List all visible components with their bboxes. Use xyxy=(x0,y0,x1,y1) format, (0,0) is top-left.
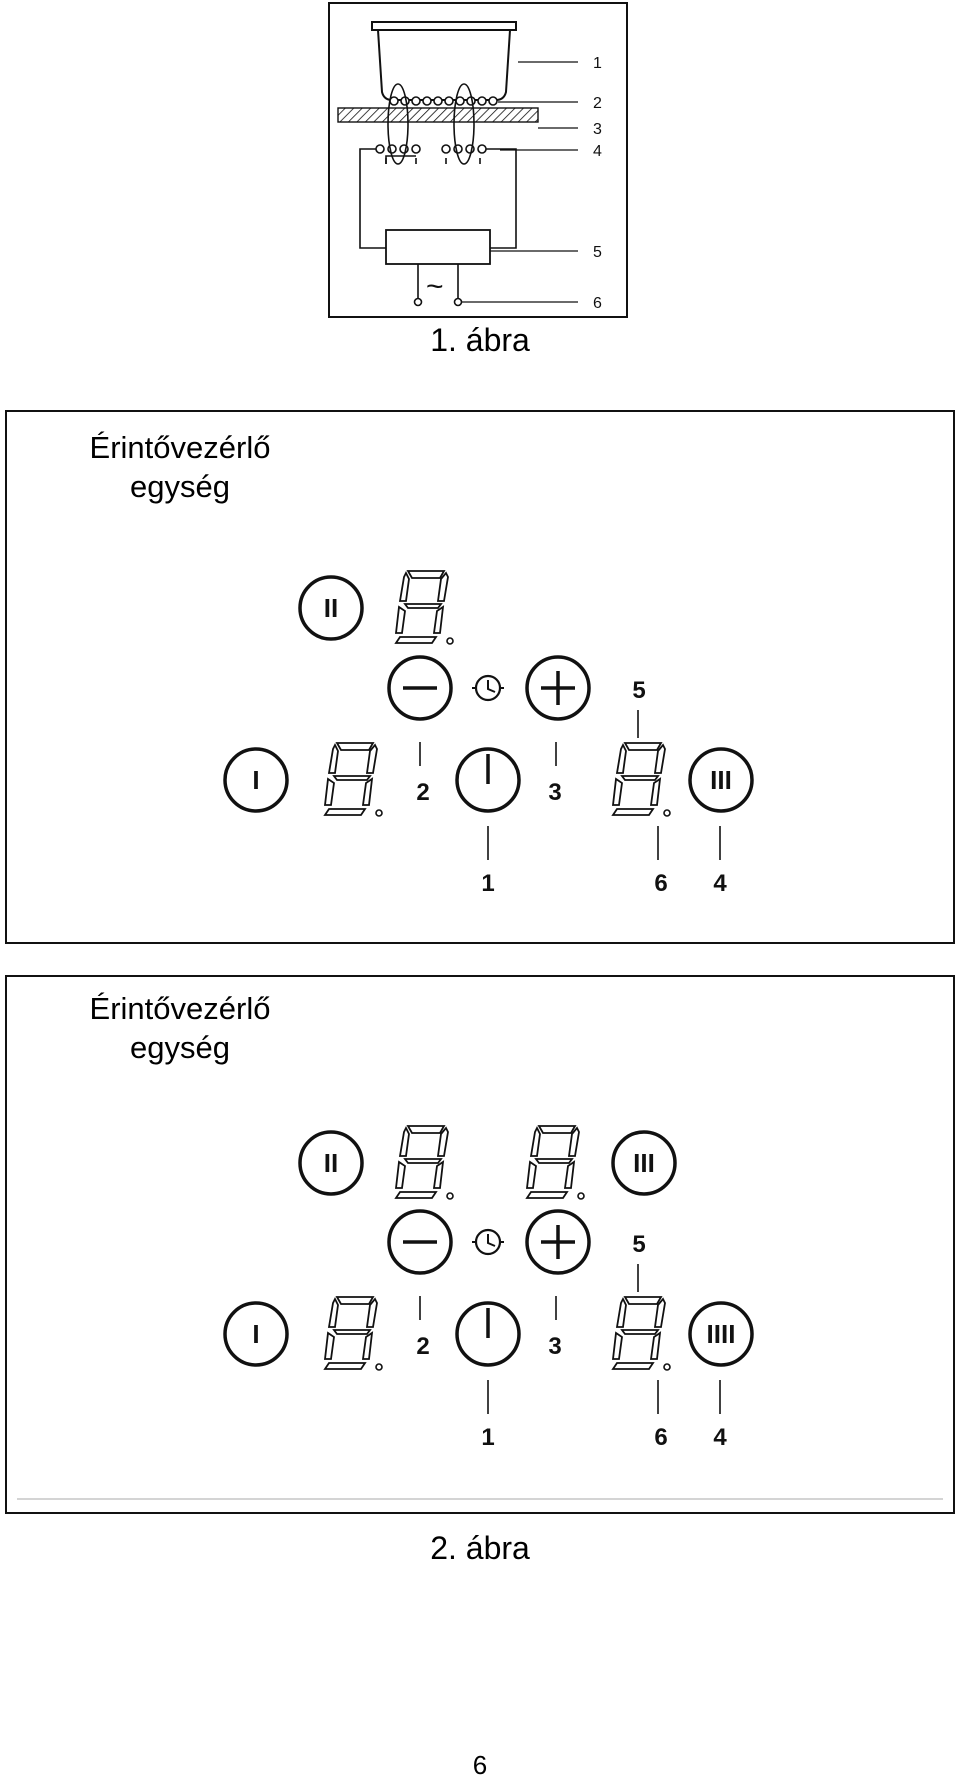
power-button[interactable] xyxy=(455,747,521,813)
callout-labels: 1 2 3 4 5 6 xyxy=(416,1231,727,1451)
minus-button[interactable] xyxy=(387,1209,453,1275)
figure-1-induction-diagram: ~ 1 2 3 4 5 6 xyxy=(328,2,628,318)
touch-control-panel-2: Érintővezérlő egység II III xyxy=(5,975,955,1514)
zone-3-display xyxy=(612,742,671,817)
panel-1-title-line1: Érintővezérlő xyxy=(89,430,271,465)
callout-4: 4 xyxy=(713,870,727,897)
panel-1-title: Érintővezérlő egység xyxy=(45,428,315,506)
magnetic-field-loops xyxy=(387,83,475,165)
induction-coil xyxy=(375,144,487,154)
zone-2-label: II xyxy=(324,1148,338,1178)
callout-lines xyxy=(419,710,721,860)
mains-connection xyxy=(413,264,463,307)
leader-lines xyxy=(462,61,578,303)
panel-2-title: Érintővezérlő egység xyxy=(45,989,315,1067)
callout-labels: 1 2 3 4 5 6 xyxy=(416,677,727,897)
figure-2-caption: 2. ábra xyxy=(430,1530,530,1566)
zone-4-display xyxy=(612,1296,671,1371)
zone-4-label: IIII xyxy=(707,1319,736,1349)
callout-5: 5 xyxy=(632,677,645,704)
timer-icon xyxy=(472,674,504,702)
zone-2-label: II xyxy=(324,593,338,623)
plus-button[interactable] xyxy=(525,1209,591,1275)
touch-control-panel-1: Érintővezérlő egység II xyxy=(5,410,955,944)
generator-box xyxy=(385,229,491,265)
label-3: 3 xyxy=(593,121,602,138)
timer-icon xyxy=(472,1228,504,1256)
page-number: 6 xyxy=(472,1750,488,1780)
callout-5: 5 xyxy=(632,1231,645,1258)
callout-lines xyxy=(419,1264,721,1414)
figure-1-caption: 1. ábra xyxy=(430,322,530,358)
zone-1-display xyxy=(324,1296,383,1371)
zone-3-label: III xyxy=(710,765,732,795)
label-1: 1 xyxy=(593,55,602,72)
label-6: 6 xyxy=(593,295,602,312)
callout-6: 6 xyxy=(654,1424,667,1451)
power-button[interactable] xyxy=(455,1301,521,1367)
panel-1-controls: II I xyxy=(223,570,754,897)
zone-1-button[interactable]: I xyxy=(223,1301,289,1367)
label-2: 2 xyxy=(593,95,602,112)
zone-1-button[interactable]: I xyxy=(223,747,289,813)
callout-6: 6 xyxy=(654,870,667,897)
callout-1: 1 xyxy=(481,1424,494,1451)
panel-2-controls: II III I xyxy=(17,1125,943,1500)
label-4: 4 xyxy=(593,143,602,160)
callout-2: 2 xyxy=(416,1333,429,1360)
zone-3-button[interactable]: III xyxy=(688,747,754,813)
callout-1: 1 xyxy=(481,870,494,897)
wiring xyxy=(359,148,517,249)
callout-2: 2 xyxy=(416,779,429,806)
zone-3-display xyxy=(526,1125,585,1200)
glass-plate xyxy=(337,107,539,123)
label-5: 5 xyxy=(593,244,602,261)
callout-3: 3 xyxy=(548,779,561,806)
zone-2-button[interactable]: II xyxy=(298,575,364,641)
induction-schematic: ~ 1 2 3 4 5 6 xyxy=(337,21,602,312)
panel-1-title-line2: egység xyxy=(130,469,230,504)
zone-1-label: I xyxy=(252,1319,259,1349)
panel-2-title-line2: egység xyxy=(130,1030,230,1065)
zone-2-button[interactable]: II xyxy=(298,1130,364,1196)
callout-4: 4 xyxy=(713,1424,727,1451)
minus-button[interactable] xyxy=(387,655,453,721)
panel-2-title-line1: Érintővezérlő xyxy=(89,991,271,1026)
ac-symbol: ~ xyxy=(426,270,444,303)
zone-1-display xyxy=(324,742,383,817)
zone-4-button[interactable]: IIII xyxy=(688,1301,754,1367)
plus-button[interactable] xyxy=(525,655,591,721)
zone-3-button[interactable]: III xyxy=(611,1130,677,1196)
zone-2-display xyxy=(395,570,454,645)
callout-3: 3 xyxy=(548,1333,561,1360)
zone-1-label: I xyxy=(252,765,259,795)
leader-labels: 1 2 3 4 5 6 xyxy=(593,55,602,312)
zone-2-display xyxy=(395,1125,454,1200)
zone-3-label: III xyxy=(633,1148,655,1178)
